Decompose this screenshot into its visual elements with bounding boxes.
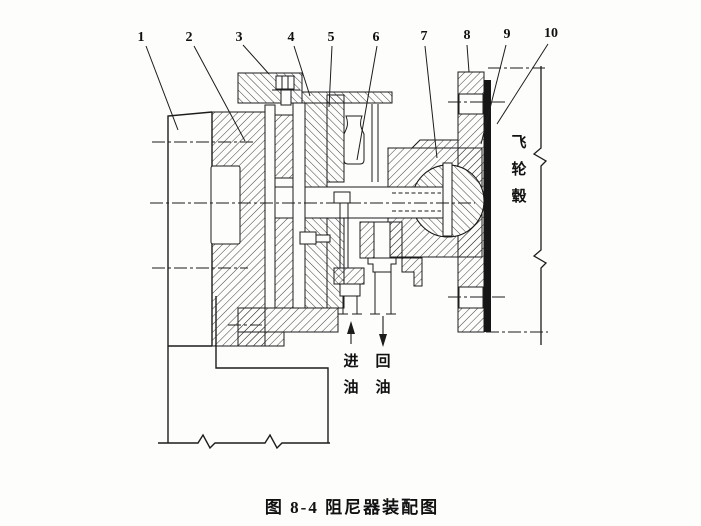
figure-caption: 图 8-4 阻尼器装配图 (265, 497, 439, 517)
part-label-6: 6 (373, 30, 380, 45)
line-details (272, 76, 396, 315)
part-label-2: 2 (186, 30, 193, 45)
hub-pocket (210, 165, 241, 245)
inlet-pipe-union (339, 283, 361, 297)
flywheel-hub-char-2: 轮 (511, 160, 526, 178)
leader-lines (145, 43, 549, 161)
bottom-hub-step (237, 331, 285, 347)
flywheel-hub-label: 飞 轮 毂 (511, 134, 526, 205)
inlet-fitting-nut (333, 267, 365, 285)
part-label-5: 5 (328, 30, 335, 45)
hidden-lines (392, 192, 441, 212)
flywheel-hub-break-line (532, 66, 548, 345)
side-plug-body (299, 231, 317, 245)
cover-column-upper (326, 94, 345, 183)
leader-line-6 (356, 45, 378, 161)
bottom-hub-section (237, 307, 339, 333)
leader-line-10 (496, 43, 549, 125)
leader-line-7 (424, 45, 438, 159)
housing-stair-step (401, 257, 423, 287)
seal-funnel (343, 115, 365, 165)
part-label-1: 1 (138, 30, 145, 45)
leader-line-1 (145, 45, 179, 131)
part-label-9: 9 (504, 27, 511, 42)
oil-flow-arrows (347, 316, 387, 347)
part-label-10: 10 (544, 26, 558, 41)
oil-in-char-1: 进 (343, 353, 358, 370)
bores-and-windows (210, 75, 485, 309)
friction-plate-slot-2 (292, 102, 306, 309)
leader-line-3 (242, 44, 270, 75)
leader-line-2 (193, 45, 246, 142)
return-oil-channel (373, 221, 391, 259)
flange-bolt-window-top (458, 93, 484, 115)
inner-column-upper (274, 114, 294, 179)
inner-column-lower (274, 217, 294, 309)
oil-in-arrow-icon (347, 321, 355, 334)
flywheel-hub-char-1: 飞 (511, 134, 526, 151)
leader-line-5 (328, 45, 333, 108)
part-label-4: 4 (288, 30, 295, 45)
cap-bolt-head (275, 75, 295, 90)
oil-in-char-2: 油 (343, 378, 358, 396)
ball-pin-slot (442, 162, 453, 237)
part-label-3: 3 (236, 30, 243, 45)
part-label-8: 8 (464, 28, 471, 43)
centerlines (150, 67, 548, 333)
oil-return-char-1: 回 (375, 353, 390, 370)
leader-line-8 (466, 44, 470, 73)
part-label-7: 7 (421, 29, 428, 44)
leader-line-9 (480, 44, 507, 145)
ring-gear-strip (484, 80, 491, 332)
oil-return-char-2: 油 (375, 378, 390, 396)
oil-labels: 进 油 回 油 (343, 353, 390, 396)
part-number-labels: 1 2 3 4 5 6 7 8 9 10 (138, 26, 559, 45)
flange-bolt-window-bottom (458, 286, 484, 309)
oil-return-arrow-icon (379, 334, 387, 347)
flywheel-hub-char-3: 毂 (511, 187, 526, 205)
cap-section-right (301, 91, 393, 104)
inlet-valve-head (333, 191, 351, 204)
friction-plate-slot-1 (264, 104, 276, 309)
cap-bolt-shank (280, 88, 292, 106)
leader-line-4 (293, 45, 311, 97)
side-plug-tip (315, 234, 331, 243)
